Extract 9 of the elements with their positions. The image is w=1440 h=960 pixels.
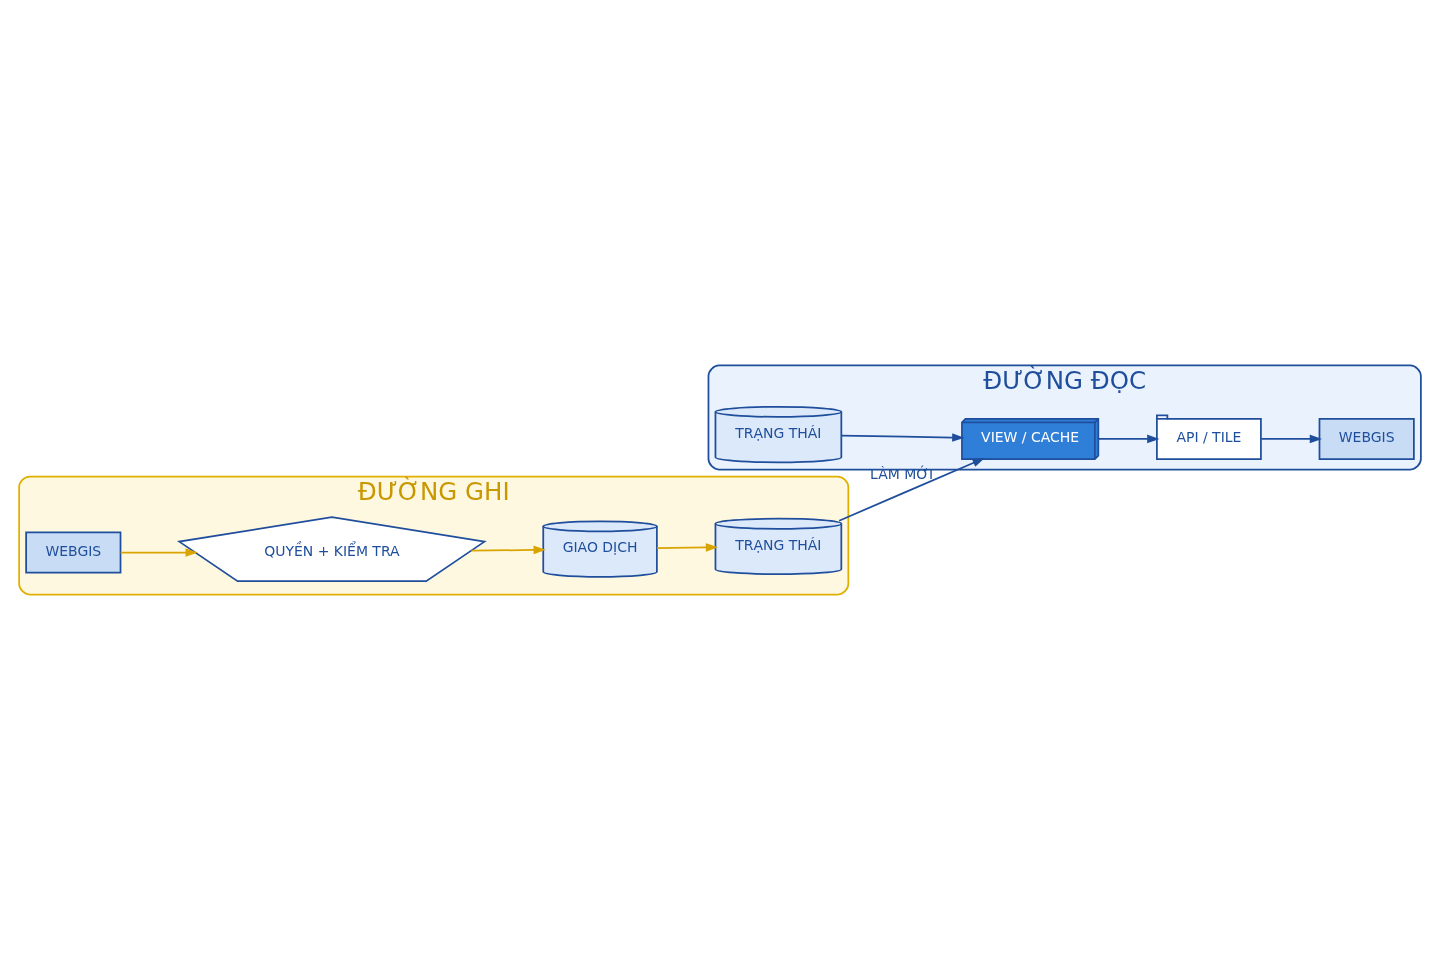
- arrow: [119, 548, 198, 557]
- node-box: WEBGIS: [1318, 417, 1415, 460]
- arrow: [1260, 434, 1322, 444]
- arrow: [1097, 434, 1160, 444]
- arrow: [470, 545, 546, 555]
- node-box: WEBGIS: [25, 531, 122, 574]
- arrow: [840, 433, 965, 442]
- arrow: [838, 458, 985, 522]
- arrow: [656, 543, 719, 552]
